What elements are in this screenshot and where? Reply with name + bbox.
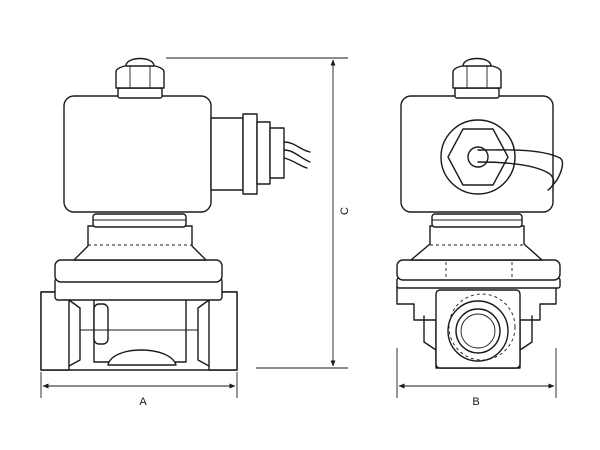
front-bonnet [73, 213, 207, 261]
front-view [40, 57, 311, 371]
dimension-a: A [40, 372, 238, 408]
front-connector [210, 113, 311, 195]
dimension-c-label: C [339, 207, 351, 215]
side-top-nut [452, 57, 502, 99]
side-valve-body [396, 285, 557, 369]
dimension-a-label: A [139, 396, 147, 408]
dimension-b-label: B [472, 396, 479, 408]
front-coil [63, 95, 212, 213]
front-valve-body [40, 291, 238, 371]
side-view [396, 57, 564, 369]
front-flange [54, 259, 223, 301]
dimension-b: B [396, 348, 557, 408]
side-flange [396, 259, 561, 289]
side-connector [440, 119, 564, 195]
dimension-c: C [166, 57, 351, 369]
side-bonnet [410, 213, 543, 261]
front-top-nut [115, 57, 165, 99]
